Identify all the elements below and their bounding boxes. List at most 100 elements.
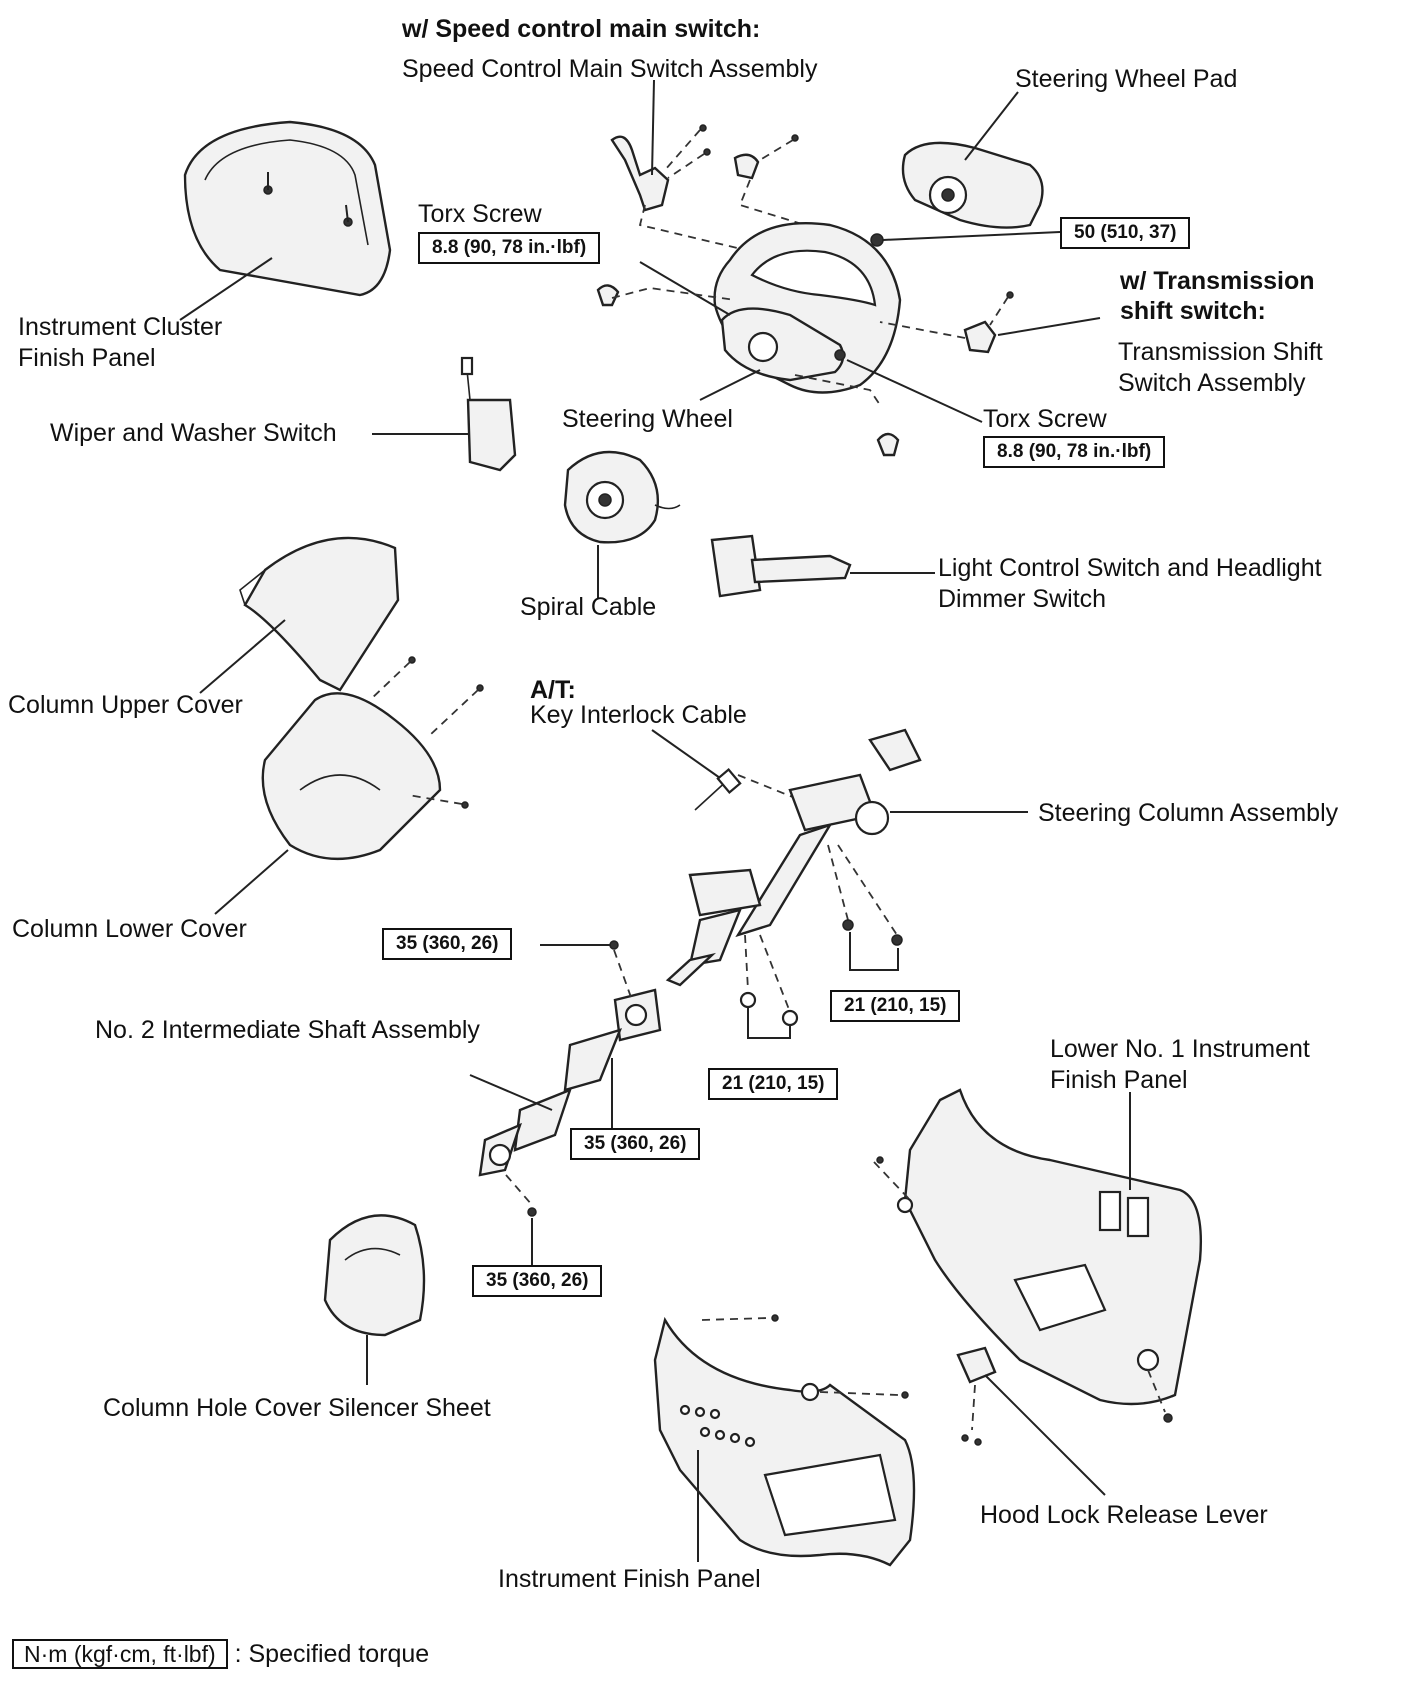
label-lower-finish-panel-line1: Lower No. 1 Instrument <box>1050 1035 1310 1063</box>
label-light-control-line1: Light Control Switch and Headlight <box>938 554 1322 582</box>
label-lower-finish-panel-line2: Finish Panel <box>1050 1066 1188 1094</box>
leader-key-interlock <box>651 729 721 779</box>
lower-panel-screw-1 <box>876 1156 884 1164</box>
dash-shaft-lower-bolt <box>505 1174 533 1206</box>
leader-hood-lock <box>984 1374 1106 1496</box>
label-hood-lock-lever: Hood Lock Release Lever <box>980 1501 1268 1529</box>
speed-control-switch-drawing <box>610 124 799 212</box>
column-nut-1 <box>739 991 757 1009</box>
label-instrument-cluster-line1: Instrument Cluster <box>18 313 223 341</box>
leader-pad <box>964 91 1019 161</box>
dash-bracket-to-wheel <box>738 179 806 250</box>
column-upper-cover-drawing <box>239 536 400 692</box>
label-key-interlock-cable: Key Interlock Cable <box>530 701 747 729</box>
label-steering-wheel-pad: Steering Wheel Pad <box>1015 65 1238 93</box>
heading-transmission-line1: w/ Transmission <box>1120 267 1315 295</box>
key-interlock-cable-drawing <box>694 768 742 811</box>
label-intermediate-shaft: No. 2 Intermediate Shaft Assembly <box>95 1016 480 1044</box>
leader-torx-right <box>846 359 983 423</box>
spiral-cable-drawing <box>563 450 681 544</box>
leader-steering-wheel <box>699 369 761 401</box>
light-control-switch-drawing <box>710 534 852 598</box>
label-transmission-switch-line2: Switch Assembly <box>1118 369 1306 397</box>
leader-lower-cover <box>214 849 289 915</box>
leader-instrument-cluster <box>179 257 273 321</box>
connector-clip <box>596 284 620 307</box>
label-torx-screw-right: Torx Screw <box>983 405 1107 433</box>
dash-lower-screw <box>407 794 463 805</box>
label-torx-screw-left: Torx Screw <box>418 200 542 228</box>
leader-upper-cover <box>199 619 286 694</box>
heading-speed-control: w/ Speed control main switch: <box>402 15 761 43</box>
steering-wheel-drawing <box>713 221 902 394</box>
bracket-column-bolts <box>849 932 899 971</box>
label-transmission-switch-line1: Transmission Shift <box>1118 338 1323 366</box>
torque-shaft-joint: 35 (360, 26) <box>570 1128 701 1160</box>
dash-speed-to-wheel <box>638 204 831 271</box>
instrument-finish-panel-drawing <box>653 1316 916 1567</box>
silencer-sheet-drawing <box>323 1214 426 1337</box>
pad-nut <box>870 233 884 247</box>
leader-torx-left <box>639 261 731 316</box>
dash-shaft-upper-bolt <box>613 949 633 1001</box>
torque-legend: N·m (kgf·cm, ft·lbf) : Specified torque <box>12 1639 430 1669</box>
label-speed-control-switch: Speed Control Main Switch Assembly <box>402 55 818 83</box>
hood-lock-lever-drawing <box>956 1346 997 1446</box>
torque-torx-right: 8.8 (90, 78 in.·lbf) <box>983 436 1166 468</box>
dash-lower-panel-screw-2 <box>1147 1369 1166 1413</box>
leader-intermediate-shaft <box>469 1074 553 1111</box>
leader-speed-control <box>651 79 655 176</box>
lower-screw <box>461 801 469 809</box>
leader-transmission <box>997 317 1101 336</box>
steering-column-drawing <box>665 728 922 987</box>
torque-pad-nut: 50 (510, 37) <box>1060 217 1191 249</box>
heading-at: A/T: <box>530 676 576 704</box>
instrument-cluster-finish-panel-drawing <box>183 120 392 297</box>
label-light-control-line2: Dimmer Switch <box>938 585 1107 613</box>
dash-finish-panel-screw-1 <box>701 1317 769 1321</box>
label-steering-wheel: Steering Wheel <box>562 405 733 433</box>
dash-column-nut-2 <box>759 934 791 1013</box>
label-instrument-finish-panel: Instrument Finish Panel <box>498 1565 761 1593</box>
legend-unit-box: N·m (kgf·cm, ft·lbf) <box>12 1639 228 1669</box>
bracket-column-nuts <box>747 1008 791 1039</box>
torque-shaft-upper-bolt: 35 (360, 26) <box>382 928 513 960</box>
dash-column-bolt-1 <box>827 844 849 921</box>
lower-connector <box>876 432 900 457</box>
dash-lower-panel-screw-1 <box>873 1161 911 1201</box>
torque-column-bolts: 21 (210, 15) <box>830 990 961 1022</box>
torque-shaft-lower-bolt: 35 (360, 26) <box>472 1265 603 1297</box>
label-spiral-cable: Spiral Cable <box>520 593 657 621</box>
upper-screw <box>408 656 416 664</box>
column-lower-cover-drawing <box>261 692 442 860</box>
dash-upper-screw <box>369 661 411 701</box>
dash-wheel-to-connector <box>794 374 881 406</box>
lower-finish-panel-drawing <box>896 1088 1202 1406</box>
label-silencer-sheet: Column Hole Cover Silencer Sheet <box>103 1394 491 1422</box>
label-instrument-cluster-line2: Finish Panel <box>18 344 156 372</box>
dash-column-nut-1 <box>744 934 749 991</box>
wiper-switch-drawing <box>460 356 517 472</box>
dash-column-bolt-2 <box>837 844 898 936</box>
dash-upper-screw-2 <box>429 689 479 736</box>
legend-meaning: : Specified torque <box>234 1640 430 1668</box>
label-column-upper-cover: Column Upper Cover <box>8 691 243 719</box>
column-bolt-2 <box>891 934 903 946</box>
upper-screw-2 <box>476 684 484 692</box>
torque-torx-left: 8.8 (90, 78 in.·lbf) <box>418 232 601 264</box>
steering-wheel-pad-drawing <box>901 141 1044 229</box>
label-steering-column: Steering Column Assembly <box>1038 799 1339 827</box>
heading-transmission-line2: shift switch: <box>1120 297 1266 325</box>
shaft-upper-bolt <box>609 940 619 950</box>
column-bolt-1 <box>842 919 854 931</box>
intermediate-shaft-drawing <box>478 988 662 1177</box>
leader-pad-nut <box>882 231 1061 241</box>
transmission-switch-drawing <box>879 291 1014 354</box>
shaft-lower-bolt <box>527 1207 537 1217</box>
dash-key-interlock <box>737 774 801 801</box>
column-nut-2 <box>781 1009 799 1027</box>
label-column-lower-cover: Column Lower Cover <box>12 915 247 943</box>
finish-panel-screw-2 <box>901 1391 909 1399</box>
torque-column-nuts: 21 (210, 15) <box>708 1068 839 1100</box>
